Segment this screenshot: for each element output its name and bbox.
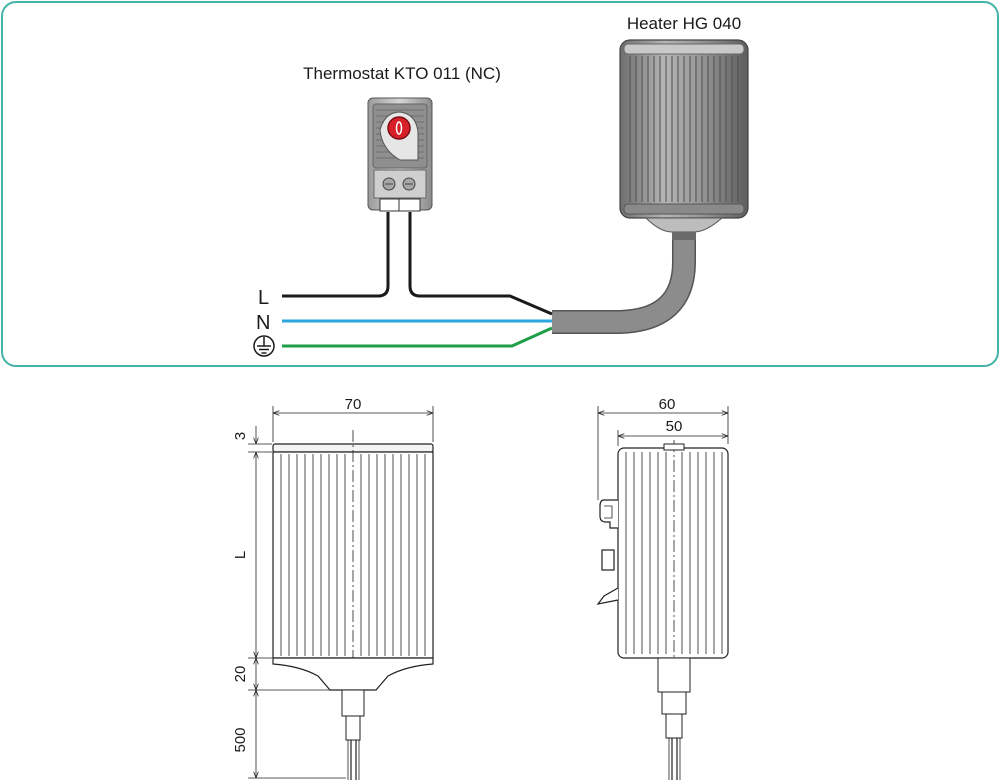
wiring-panel: Thermostat KTO 011 (NC) Heater [1, 1, 999, 367]
wire-L-switched [408, 212, 553, 316]
front-width-label: 70 [345, 396, 362, 413]
front-bottom-label: 20 [232, 666, 249, 683]
front-body-label: L [232, 551, 249, 559]
thermostat-device [367, 97, 433, 212]
thermostat-dial-icon [387, 116, 411, 140]
wire-L [282, 212, 390, 298]
line-label-L: L [258, 287, 269, 309]
wiring-panel-border [1, 1, 999, 367]
heater-device [619, 39, 749, 233]
front-cable-label: 500 [232, 727, 249, 752]
side-inner-width-label: 50 [666, 418, 683, 435]
side-view-drawing [596, 406, 729, 780]
wire-PE [282, 326, 553, 348]
front-top-label: 3 [232, 432, 249, 440]
thermostat-label: Thermostat KTO 011 (NC) [303, 64, 501, 83]
ground-icon [253, 335, 275, 357]
heater-label: Heater HG 040 [627, 14, 741, 33]
front-view-drawing [248, 406, 434, 780]
side-outer-width-label: 60 [659, 396, 676, 413]
line-label-N: N [256, 312, 270, 334]
